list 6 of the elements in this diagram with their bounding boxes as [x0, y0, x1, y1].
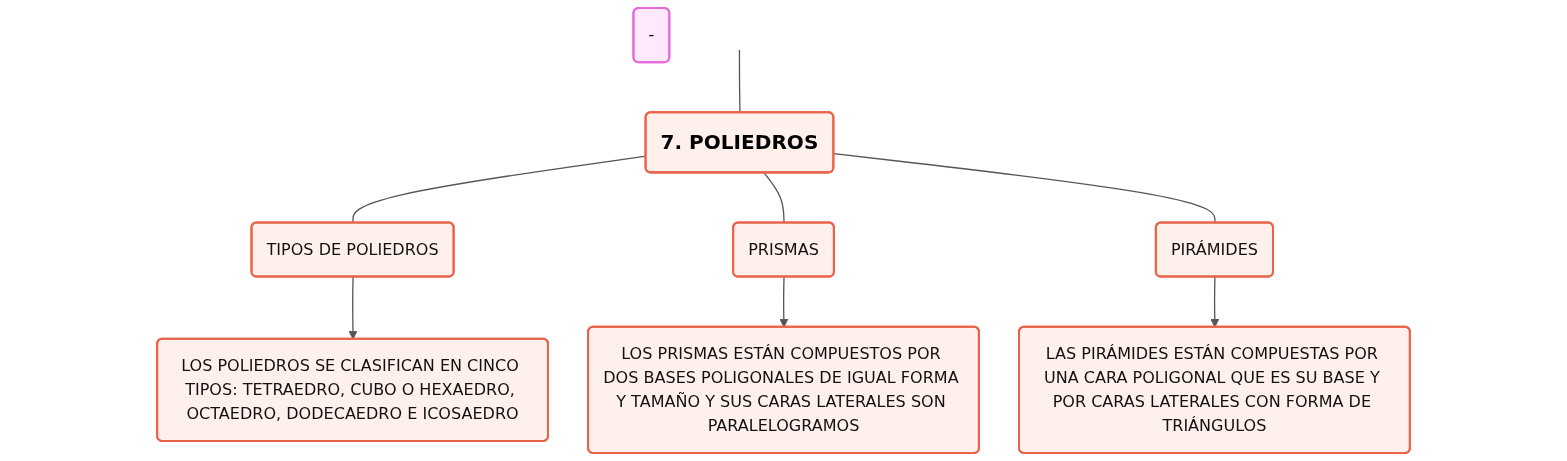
- connector: [763, 172, 785, 224]
- arrow: [1210, 276, 1220, 328]
- connector: [738, 49, 741, 114]
- arrow: [348, 276, 358, 340]
- connector: [833, 153, 1216, 224]
- arrow: [779, 276, 789, 328]
